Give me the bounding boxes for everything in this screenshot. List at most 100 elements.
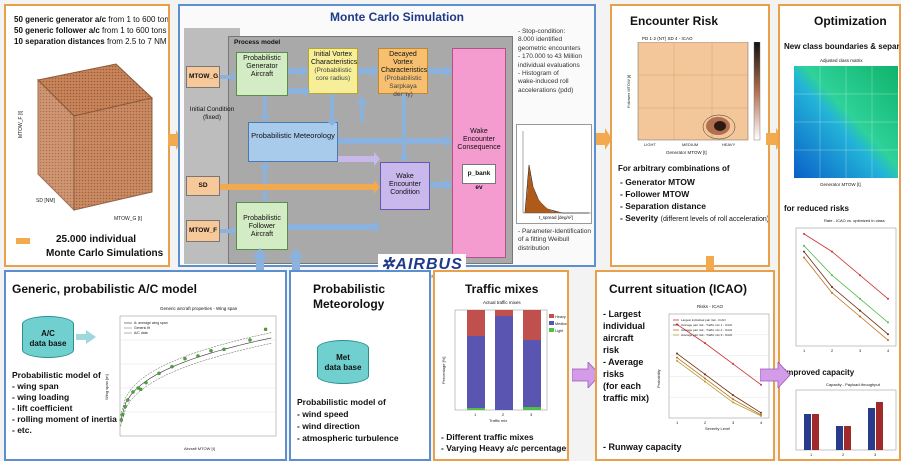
cs-item: - Average (603, 357, 644, 367)
met-db-label-1: Met (336, 353, 350, 362)
traffic-item: - Varying Heavy a/c percentages (441, 443, 569, 453)
note-line: wake-induced roll (518, 78, 569, 86)
x-tick-medium: MEDIUM (682, 142, 698, 147)
risk-heatmap-x-label: Generator MTOW [t] (666, 150, 707, 155)
wake-consequence-label: Wake Encounter Consequence (457, 128, 501, 151)
x-tick: 3 (530, 412, 533, 417)
legend-entry: A/C data (134, 331, 148, 335)
fit-bound-line (120, 343, 272, 427)
x-tick: 2 (842, 452, 845, 457)
cs-item: risks (603, 369, 625, 379)
legend-swatch (549, 314, 554, 318)
data-point (119, 418, 124, 422)
line-3-range: from 2.5 to 7 NM (106, 37, 167, 46)
generic-model-list: Probabilistic model of - wing span - win… (12, 370, 117, 436)
optimization-panel: Optimization New class boundaries & sepa… (778, 4, 901, 461)
cs-item: - Largest (603, 309, 642, 319)
x-tick-light: LIGHT (644, 142, 656, 147)
weibull-notes: - Parameter-Identification of a fitting … (518, 228, 591, 253)
series-line (676, 353, 762, 414)
improved-capacity-label: Improved capacity (784, 368, 855, 377)
note-line: - Histogram of (518, 70, 559, 78)
x-tick: 1 (474, 412, 477, 417)
x-tick: 1 (803, 348, 806, 353)
result-line-1: 25.000 individual (56, 234, 137, 245)
series-line (803, 233, 889, 300)
mtow-g-box: MTOW_G (186, 66, 220, 88)
data-point (248, 338, 252, 342)
traffic-list: - Different traffic mixes - Varying Heav… (441, 432, 569, 454)
series-line (803, 245, 889, 323)
meteo-title-2: Meteorology (313, 297, 385, 311)
initial-vortex-title: Initial Vortex Characteristics (311, 51, 358, 66)
bar-light (523, 407, 541, 410)
note-line: - 170.000 to 43 Million (518, 53, 582, 61)
capacity-bar (812, 414, 819, 450)
x-tick: 3 (859, 348, 862, 353)
bar-heavy (467, 310, 485, 336)
ac-db-label-1: A/C (41, 329, 55, 338)
met-db-label-2: data base (324, 363, 362, 372)
generic-model-title: Generic, probabilistic A/C model (12, 282, 197, 296)
note-line: accelerations (pdd) (518, 86, 574, 94)
meteorology-box: Probabilistic Meteorology (248, 122, 338, 162)
encounter-risk-title: Encounter Risk (630, 14, 719, 28)
parameter-cube: MTOW_F [t] SD [NM] MTOW_G [t] (18, 63, 154, 222)
risk-x-label: Severity Level (705, 426, 730, 431)
optimized-class-matrix: Generator MTOW [t] (794, 66, 898, 187)
traffic-mixes-title: Traffic mixes (465, 282, 539, 296)
data-point (126, 398, 130, 402)
legend-entry: A: average wing span (134, 321, 168, 325)
airbus-logo-text: AIRBUS (395, 256, 463, 273)
histogram-plot: t_spread [deg/s²] (516, 124, 592, 224)
traffic-item: - Different traffic mixes (441, 432, 534, 442)
arrow-right-icon (76, 330, 96, 344)
cube-x2-label: MTOW_G [t] (114, 216, 143, 222)
current-situation-list: - Largest individual aircraft risk - Ave… (603, 308, 649, 404)
x-tick: 2 (831, 348, 834, 353)
current-situation-panel: Current situation (ICAO) - Largest indiv… (595, 270, 775, 461)
risk-heatmap-y-label: Follower MTOW [t] (626, 75, 631, 108)
capacity-bar (876, 402, 883, 450)
x-tick: 2 (502, 412, 505, 417)
follower-aircraft-box: Probabilistic Follower Aircraft (236, 202, 288, 250)
note-line: distribution (518, 244, 550, 252)
orange-arrow-icon (16, 238, 30, 244)
wingspan-chart: Wing span [m]Aircraft MTOW [t]A: average… (104, 315, 277, 451)
risk-intro: For arbitrary combinations of (618, 164, 730, 173)
stop-notes: - Stop-condition: 8.000 identified geome… (518, 28, 582, 95)
cube-y-label: MTOW_F [t] (18, 110, 24, 138)
legend-entry: Average pair risk - Traffic mix 2 - ICAO (681, 328, 733, 332)
generic-item: - lift coefficient (12, 403, 73, 413)
data-point (123, 404, 127, 409)
traffic-x-label: Traffic mix (489, 418, 507, 423)
risk-y-label: Probability (656, 369, 661, 388)
data-point (120, 412, 125, 417)
reduced-risks-label: for reduced risks (784, 204, 849, 213)
legend-entry: Heavy (555, 315, 566, 319)
x-tick: 3 (874, 452, 877, 457)
generic-item: - etc. (12, 425, 32, 435)
series-line (676, 360, 762, 417)
meteo-intro: Probabilistic model of (297, 397, 386, 407)
bar-light (467, 408, 485, 410)
legend-entry: Light (555, 329, 564, 333)
capacity-bar (836, 426, 843, 450)
legend-entry: Generic fit (134, 326, 150, 330)
note-line: 8.000 identified (518, 36, 563, 44)
risk-item: - Follower MTOW (620, 189, 690, 199)
legend-entry: Medium (555, 322, 567, 326)
traffic-chart-title: Actual traffic mixes (483, 300, 521, 305)
note-line: individual evaluations (518, 61, 580, 69)
data-point (196, 354, 200, 358)
optimization-title: Optimization (814, 14, 887, 28)
airbus-logo: ✲AIRBUS (378, 254, 466, 274)
generic-item: - rolling moment of inertia (12, 414, 117, 424)
cube-x1-label: SD [NM] (36, 198, 56, 204)
